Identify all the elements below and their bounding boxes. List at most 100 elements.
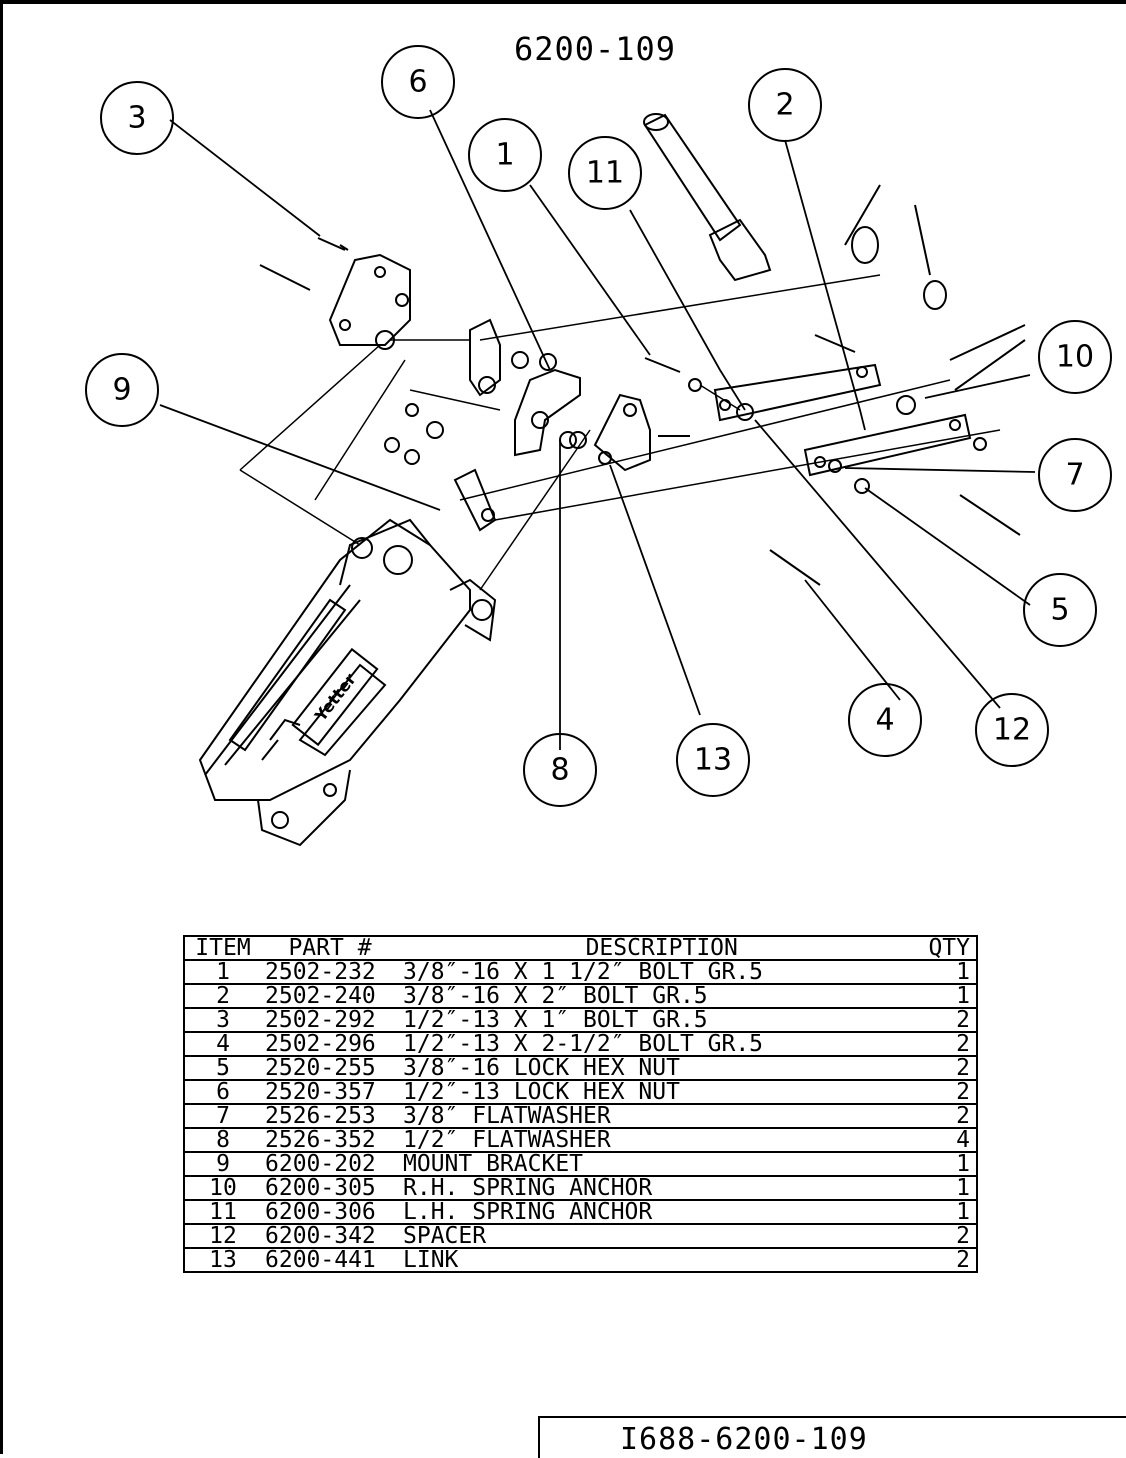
item-cell: 5 [184, 1056, 261, 1081]
description-cell: 1/2″ FLATWASHER [399, 1128, 925, 1153]
callout-6-circle [381, 45, 455, 119]
qty-cell: 2 [924, 1056, 977, 1081]
pin-tube-drawing [643, 113, 772, 282]
callout-4-circle [848, 683, 922, 757]
callout-1-label: 1 [495, 138, 514, 173]
parts-table-header-row: ITEM PART # DESCRIPTION QTY [184, 936, 977, 961]
part-number-cell: 2502-296 [261, 1032, 399, 1057]
title-block: I688-6200-109 [538, 1416, 1126, 1458]
callout-2-label: 2 [775, 88, 794, 123]
link-bracket-drawing [453, 318, 581, 532]
item-cell: 12 [184, 1224, 261, 1249]
callout-11-label: 11 [586, 156, 624, 191]
item-cell: 10 [184, 1176, 261, 1201]
item-cell: 9 [184, 1152, 261, 1177]
part-number-cell: 2520-357 [261, 1080, 399, 1105]
description-cell: MOUNT BRACKET [399, 1152, 925, 1177]
callout-3-circle [100, 81, 174, 155]
description-cell: 1/2″-13 LOCK HEX NUT [399, 1080, 925, 1105]
qty-cell: 1 [924, 1176, 977, 1201]
callout-13-label: 13 [694, 743, 732, 778]
part-number-cell: 2526-352 [261, 1128, 399, 1153]
description-cell: 1/2″-13 X 1″ BOLT GR.5 [399, 1008, 925, 1033]
mount-bracket-drawing [198, 518, 497, 847]
description-cell: 3/8″-16 X 2″ BOLT GR.5 [399, 984, 925, 1009]
qty-cell: 4 [924, 1128, 977, 1153]
part-number-cell: 6200-342 [261, 1224, 399, 1249]
callout-5-circle [1023, 573, 1097, 647]
part-number-cell: 6200-441 [261, 1248, 399, 1273]
part-number-cell: 2526-253 [261, 1104, 399, 1129]
callout-9-circle [85, 353, 159, 427]
part-number-cell: 2502-292 [261, 1008, 399, 1033]
description-cell: 3/8″-16 LOCK HEX NUT [399, 1056, 925, 1081]
callout-11-circle [568, 136, 642, 210]
callout-9-label: 9 [112, 373, 131, 408]
description-cell: 1/2″-13 X 2-1/2″ BOLT GR.5 [399, 1032, 925, 1057]
leader-lines [159, 109, 1036, 750]
callout-7-circle [1038, 438, 1112, 512]
bolt-drawings [259, 237, 1021, 586]
qty-cell: 2 [924, 1032, 977, 1057]
callout-10-label: 10 [1056, 340, 1094, 375]
item-cell: 8 [184, 1128, 261, 1153]
qty-cell: 1 [924, 1152, 977, 1177]
brand-decal-text: Yetter [310, 670, 360, 726]
qty-cell: 2 [924, 1104, 977, 1129]
description-cell: R.H. SPRING ANCHOR [399, 1176, 925, 1201]
part-number-cell: 6200-305 [261, 1176, 399, 1201]
callout-5-label: 5 [1050, 593, 1069, 628]
qty-cell: 1 [924, 960, 977, 985]
callout-3-label: 3 [127, 101, 146, 136]
qty-cell: 1 [924, 984, 977, 1009]
item-cell: 11 [184, 1200, 261, 1225]
spring-loop-drawing [844, 184, 1026, 391]
callout-12-circle [975, 693, 1049, 767]
callout-10-circle [1038, 320, 1112, 394]
item-cell: 3 [184, 1008, 261, 1033]
exploded-assembly-diagram: 1 2 3 4 5 6 7 8 9 10 11 12 13 Yetter [85, 45, 1112, 847]
part-number-cell: 2502-240 [261, 984, 399, 1009]
description-cell: 3/8″-16 X 1 1/2″ BOLT GR.5 [399, 960, 925, 985]
part-number-cell: 6200-202 [261, 1152, 399, 1177]
header-item: ITEM [184, 936, 261, 961]
qty-cell: 2 [924, 1224, 977, 1249]
drawing-title: 6200-109 [513, 30, 677, 68]
callout-8-label: 8 [550, 753, 569, 788]
header-part-number: PART # [261, 936, 399, 961]
description-cell: L.H. SPRING ANCHOR [399, 1200, 925, 1225]
callout-12-label: 12 [993, 713, 1031, 748]
description-cell: SPACER [399, 1224, 925, 1249]
callout-8-circle [523, 733, 597, 807]
header-description: DESCRIPTION [399, 936, 925, 961]
drawing-number: I688-6200-109 [620, 1422, 868, 1457]
qty-cell: 2 [924, 1248, 977, 1273]
part-number-cell: 6200-306 [261, 1200, 399, 1225]
item-cell: 7 [184, 1104, 261, 1129]
callout-4-label: 4 [875, 703, 894, 738]
callout-13-circle [676, 723, 750, 797]
link-plate-drawing [593, 393, 651, 472]
mounting-plate-drawing [328, 253, 411, 346]
callout-7-label: 7 [1065, 458, 1084, 493]
sheet-border-top [0, 0, 1126, 4]
sheet-border-left [0, 0, 3, 1454]
description-cell: 3/8″ FLATWASHER [399, 1104, 925, 1129]
qty-cell: 2 [924, 1080, 977, 1105]
item-cell: 6 [184, 1080, 261, 1105]
header-qty: QTY [924, 936, 977, 961]
qty-cell: 2 [924, 1008, 977, 1033]
